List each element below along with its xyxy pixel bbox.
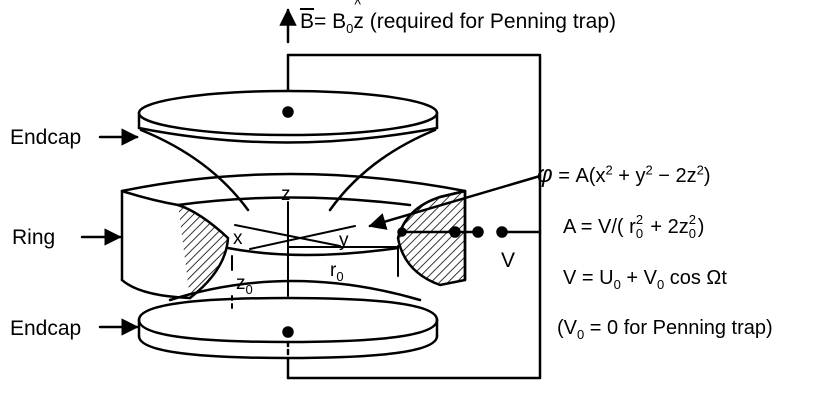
dimension-markers bbox=[231, 245, 399, 313]
bottom-electrode-contact bbox=[282, 326, 294, 338]
v-equation: V = U0 + V0 cos Ωt bbox=[563, 267, 727, 292]
coordinate-axes bbox=[234, 201, 399, 297]
phi-equation: φ = A(x2 + y2 − 2z2) bbox=[537, 161, 711, 188]
axis-x-label: x bbox=[233, 228, 243, 249]
b-vector-symbol: B bbox=[300, 10, 315, 33]
voltage-terminal-3 bbox=[496, 226, 508, 238]
ring-electrode bbox=[120, 172, 467, 300]
top-endcap bbox=[137, 53, 439, 212]
bottom-endcap bbox=[137, 279, 439, 380]
top-electrode-contact bbox=[282, 106, 294, 118]
axis-y-label: y bbox=[339, 230, 349, 251]
z-hat-symbol: z^ bbox=[353, 0, 364, 33]
z0-label: z0 bbox=[236, 273, 253, 297]
ring-terminal-dot bbox=[397, 227, 407, 237]
phi-symbol: φ bbox=[537, 161, 553, 188]
r0-label: r0 bbox=[330, 260, 344, 284]
b-equals: = B bbox=[314, 10, 347, 33]
voltage-label: V bbox=[501, 249, 516, 272]
endcap-top-label: Endcap bbox=[10, 126, 82, 149]
penning-note: (V0 = 0 for Penning trap) bbox=[557, 317, 773, 342]
ring-label: Ring bbox=[12, 226, 56, 249]
voltage-terminal-1 bbox=[449, 226, 461, 238]
axis-z-label: z bbox=[281, 184, 291, 205]
voltage-terminal-2 bbox=[472, 226, 484, 238]
circuit-wiring bbox=[286, 53, 542, 380]
x-axis bbox=[234, 224, 341, 247]
endcap-bottom-label: Endcap bbox=[10, 317, 82, 340]
phi-pointer bbox=[368, 174, 542, 230]
y-axis bbox=[249, 225, 356, 250]
b-field-label: B= B0z^ (required for Penning trap) bbox=[300, 0, 617, 35]
b-subscript: 0 bbox=[346, 21, 354, 37]
b-field-note: (required for Penning trap) bbox=[369, 10, 617, 33]
